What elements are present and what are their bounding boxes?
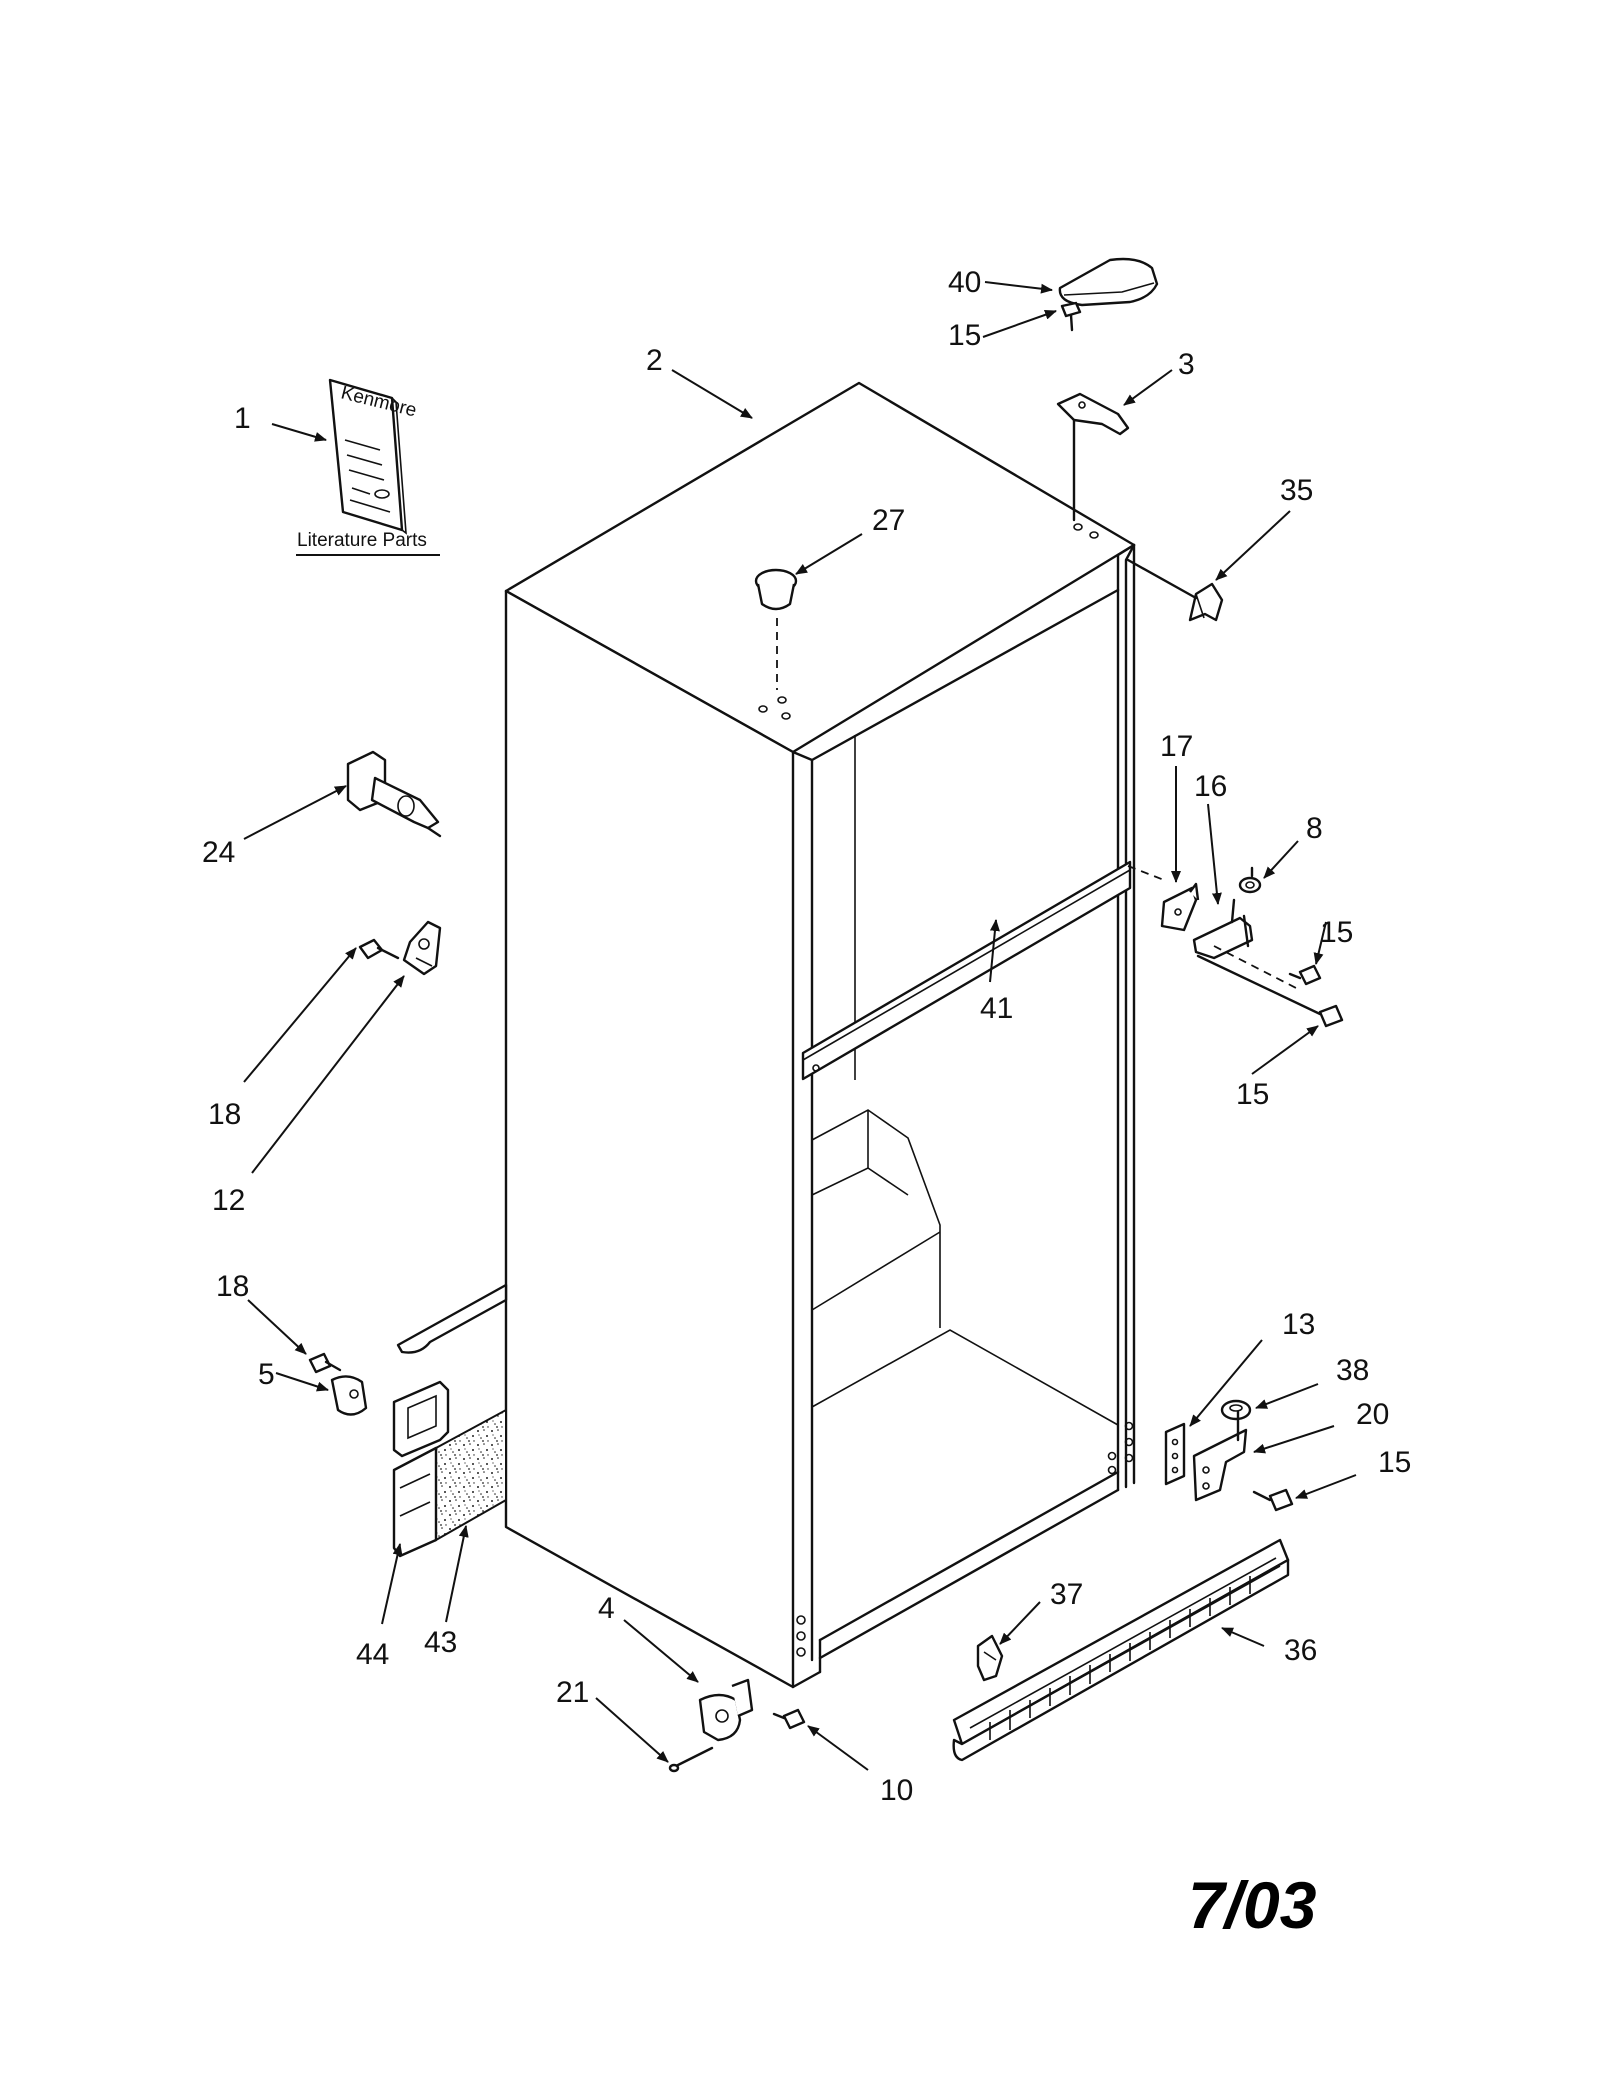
callout-12: 12 (212, 1184, 245, 1217)
callout-18-lower: 18 (216, 1270, 249, 1303)
callout-3: 3 (1178, 348, 1195, 381)
callout-44: 44 (356, 1638, 389, 1671)
callout-15-lower: 15 (1378, 1446, 1411, 1479)
callout-15-mid-1: 15 (1320, 916, 1353, 949)
cover-bracket (392, 1446, 438, 1558)
callout-43: 43 (424, 1626, 457, 1659)
callout-18-upper: 18 (208, 1098, 241, 1131)
callout-27: 27 (872, 504, 905, 537)
leveling-bracket (698, 1678, 754, 1742)
callout-24: 24 (202, 836, 235, 869)
callout-16: 16 (1194, 770, 1227, 803)
cabinet (469, 381, 1136, 1689)
callout-15-mid-2: 15 (1236, 1078, 1269, 1111)
callout-40: 40 (948, 266, 981, 299)
lower-left-screw (308, 1352, 342, 1374)
hinge-screw-top (1060, 301, 1082, 332)
upper-screw (358, 938, 400, 960)
lower-hinge-screw (1252, 1488, 1294, 1512)
callout-13: 13 (1282, 1308, 1315, 1341)
hinge-clip (1126, 558, 1224, 622)
callout-8: 8 (1306, 812, 1323, 845)
base-screw (772, 1708, 806, 1730)
callout-10: 10 (880, 1774, 913, 1807)
callout-4: 4 (598, 1592, 615, 1625)
lower-hinge-shim (1164, 1422, 1186, 1486)
mid-hinge-bracket (1160, 882, 1200, 932)
callout-21: 21 (556, 1676, 589, 1709)
callout-15-top: 15 (948, 319, 981, 352)
upper-bracket (402, 920, 442, 976)
lower-hinge (1192, 1410, 1248, 1502)
literature-parts-label: Literature Parts (297, 530, 427, 551)
revision-date-mark: 7/03 (1188, 1868, 1316, 1942)
literature-booklet: Kenmore (328, 378, 419, 535)
callout-5: 5 (258, 1358, 275, 1391)
toe-grille (952, 1538, 1290, 1762)
hinge-cover (1058, 257, 1159, 307)
callout-17: 17 (1160, 730, 1193, 763)
mid-hinge-dashline-2 (1213, 945, 1301, 991)
leveling-screw (668, 1746, 714, 1773)
plug-button (754, 568, 798, 690)
callout-41: 41 (980, 992, 1013, 1025)
grille-clip (976, 1634, 1004, 1682)
callout-36: 36 (1284, 1634, 1317, 1667)
hinge-screw-mid-2 (1196, 954, 1344, 1028)
mid-hinge-pin (1192, 898, 1254, 960)
callout-2: 2 (646, 344, 663, 377)
washer (1238, 866, 1262, 894)
callout-1: 1 (234, 402, 251, 435)
callout-37: 37 (1050, 1578, 1083, 1611)
callouts: 1 2 40 15 3 35 27 24 17 16 8 15 15 41 18… (202, 266, 1411, 1807)
top-hinge (1056, 392, 1130, 522)
rubber-spacer (1220, 1399, 1252, 1421)
hinge-screw-mid-1 (1288, 964, 1322, 986)
callout-35: 35 (1280, 474, 1313, 507)
door-stop-pin (346, 750, 442, 838)
mullion-bar (801, 860, 1132, 1081)
leader-lines (243, 281, 1357, 1771)
mid-hinge-dashline (1127, 865, 1165, 881)
cord-clamp (330, 1375, 368, 1416)
callout-20: 20 (1356, 1398, 1389, 1431)
callout-38: 38 (1336, 1354, 1369, 1387)
rear-panel-bracket (392, 1283, 508, 1458)
